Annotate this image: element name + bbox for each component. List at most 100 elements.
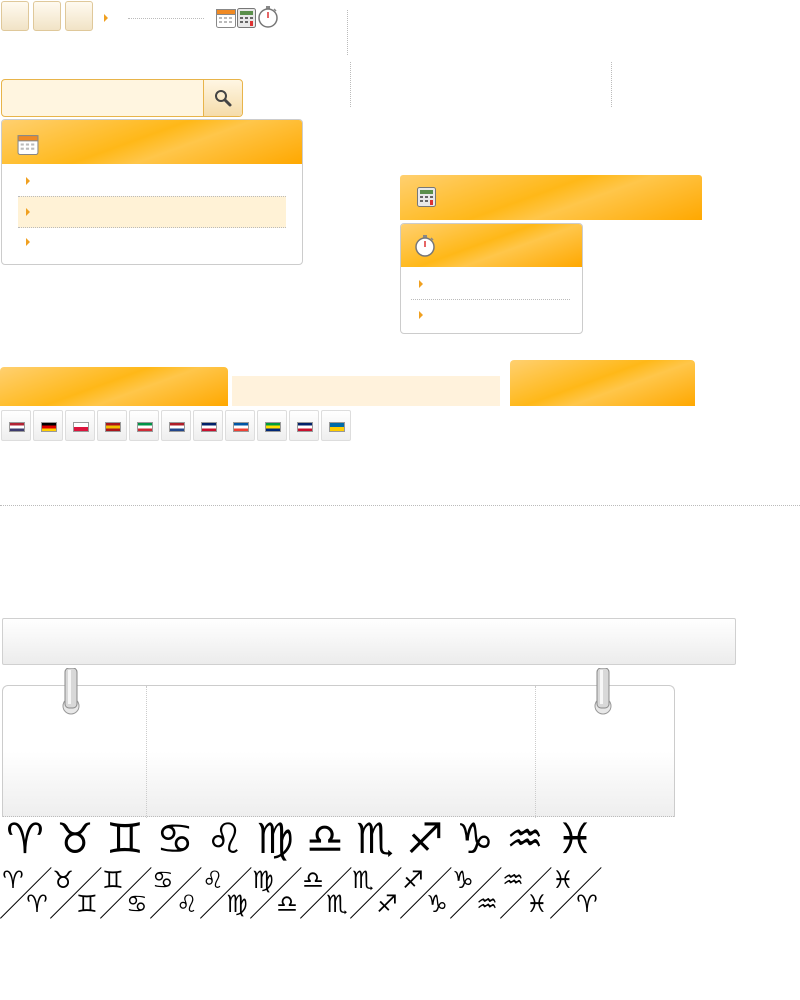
nl-flag-icon [169, 422, 185, 432]
zodiac-row1-9-icon: ♑ [456, 814, 494, 863]
zodiac-row1-8-icon: ♐ [406, 814, 444, 863]
zodiac-row3-3-icon: ♌ [176, 890, 198, 918]
zodiac-row3-1-icon: ♊ [76, 890, 98, 918]
tab-active-2[interactable] [510, 360, 695, 406]
search-icon [215, 90, 232, 107]
toolbar-button-1[interactable] [1, 1, 29, 31]
header-bar [2, 618, 736, 665]
zodiac-row1-3-icon: ♋ [156, 814, 194, 863]
se-flag-button[interactable] [321, 410, 351, 441]
card-divider [146, 686, 147, 818]
card-bottom-line [3, 816, 674, 817]
br-flag-button[interactable] [257, 410, 287, 441]
zodiac-row1-5-icon: ♍ [256, 814, 294, 863]
zodiac-row1-7-icon: ♏ [356, 814, 394, 863]
fr-flag-icon [233, 422, 249, 432]
uk-flag-icon [201, 422, 217, 432]
au-flag-button[interactable] [289, 410, 319, 441]
it-flag-icon [137, 422, 153, 432]
es-flag-icon [105, 422, 121, 432]
arrow-icon [419, 311, 423, 319]
zodiac-row1-1-icon: ♉ [56, 814, 94, 863]
tab-inactive[interactable] [232, 376, 500, 406]
calculator-icon[interactable] [237, 8, 256, 28]
stopwatch-icon[interactable] [257, 6, 279, 28]
search-button[interactable] [203, 80, 242, 116]
stopwatch-panel [400, 223, 583, 334]
stopwatch-panel-header [401, 224, 582, 267]
binder-ring-icon [594, 667, 612, 716]
zodiac-row2-2-icon: ♊ [102, 866, 124, 894]
zodiac-row1-4-icon: ♌ [206, 814, 244, 863]
card-divider [535, 686, 536, 818]
zodiac-row3-4-icon: ♍ [226, 890, 248, 918]
arrow-icon [26, 177, 30, 185]
calendar-icon[interactable] [216, 7, 236, 28]
pl-flag-button[interactable] [65, 410, 95, 441]
section-divider [0, 505, 800, 506]
au-flag-icon [297, 422, 313, 432]
calendar-menu-item-3[interactable] [18, 227, 286, 257]
stopwatch-icon [414, 235, 436, 260]
zodiac-row3-7-icon: ♐ [376, 890, 398, 918]
zodiac-row2-6-icon: ♎ [302, 866, 324, 894]
calendar-menu-item-1[interactable] [18, 166, 286, 196]
br-flag-icon [265, 422, 281, 432]
calendar-icon [17, 133, 39, 158]
zodiac-row2-5-icon: ♍ [252, 866, 274, 894]
divider-vertical [347, 10, 348, 55]
zodiac-row1-10-icon: ♒ [506, 814, 544, 863]
se-flag-icon [329, 422, 345, 432]
arrow-icon [419, 280, 423, 288]
calendar-panel-header [2, 120, 302, 164]
zodiac-row2-0-icon: ♈ [2, 866, 24, 894]
zodiac-row2-8-icon: ♐ [402, 866, 424, 894]
binder-ring-icon [62, 667, 80, 716]
nl-flag-button[interactable] [161, 410, 191, 441]
calendar-card [2, 685, 675, 818]
zodiac-row2-9-icon: ♑ [452, 866, 474, 894]
zodiac-row2-10-icon: ♒ [502, 866, 524, 894]
arrow-icon [26, 238, 30, 246]
toolbar-button-2[interactable] [33, 1, 61, 31]
zodiac-row2-1-icon: ♉ [52, 866, 74, 894]
zodiac-row2-7-icon: ♏ [352, 866, 374, 894]
es-flag-button[interactable] [97, 410, 127, 441]
zodiac-row3-10-icon: ♓ [526, 890, 548, 918]
zodiac-row2-4-icon: ♌ [202, 866, 224, 894]
tab-active-1[interactable] [0, 367, 228, 406]
zodiac-row3-0-icon: ♈ [26, 890, 48, 918]
zodiac-row1-6-icon: ♎ [306, 814, 344, 863]
stopwatch-menu-item-2[interactable] [411, 300, 570, 330]
zodiac-row2-3-icon: ♋ [152, 866, 174, 894]
stopwatch-menu-item-1[interactable] [411, 269, 570, 300]
search-input[interactable] [2, 80, 204, 116]
fr-flag-button[interactable] [225, 410, 255, 441]
divider-vertical [350, 62, 351, 107]
us-flag-button[interactable] [1, 410, 31, 441]
zodiac-row1-0-icon: ♈ [6, 814, 44, 863]
de-flag-icon [41, 422, 57, 432]
zodiac-row3-8-icon: ♑ [426, 890, 448, 918]
calendar-menu-item-2[interactable] [18, 196, 286, 228]
zodiac-row3-6-icon: ♏ [326, 890, 348, 918]
toolbar-button-3[interactable] [65, 1, 93, 31]
search-box [1, 79, 243, 117]
breadcrumb-arrow-icon [104, 14, 108, 22]
breadcrumb-divider [128, 18, 204, 19]
zodiac-row3-5-icon: ♎ [276, 890, 298, 918]
arrow-icon [26, 208, 30, 216]
zodiac-row3-9-icon: ♒ [476, 890, 498, 918]
zodiac-row3-2-icon: ♋ [126, 890, 148, 918]
zodiac-row3-11-icon: ♈ [576, 890, 598, 918]
zodiac-row1-2-icon: ♊ [106, 814, 144, 863]
zodiac-row2-11-icon: ♓ [552, 866, 574, 894]
uk-flag-button[interactable] [193, 410, 223, 441]
zodiac-row1-11-icon: ♓ [556, 814, 594, 863]
us-flag-icon [9, 422, 25, 432]
pl-flag-icon [73, 422, 89, 432]
calculator-panel-header[interactable] [400, 175, 702, 220]
de-flag-button[interactable] [33, 410, 63, 441]
divider-vertical [611, 62, 612, 107]
it-flag-button[interactable] [129, 410, 159, 441]
